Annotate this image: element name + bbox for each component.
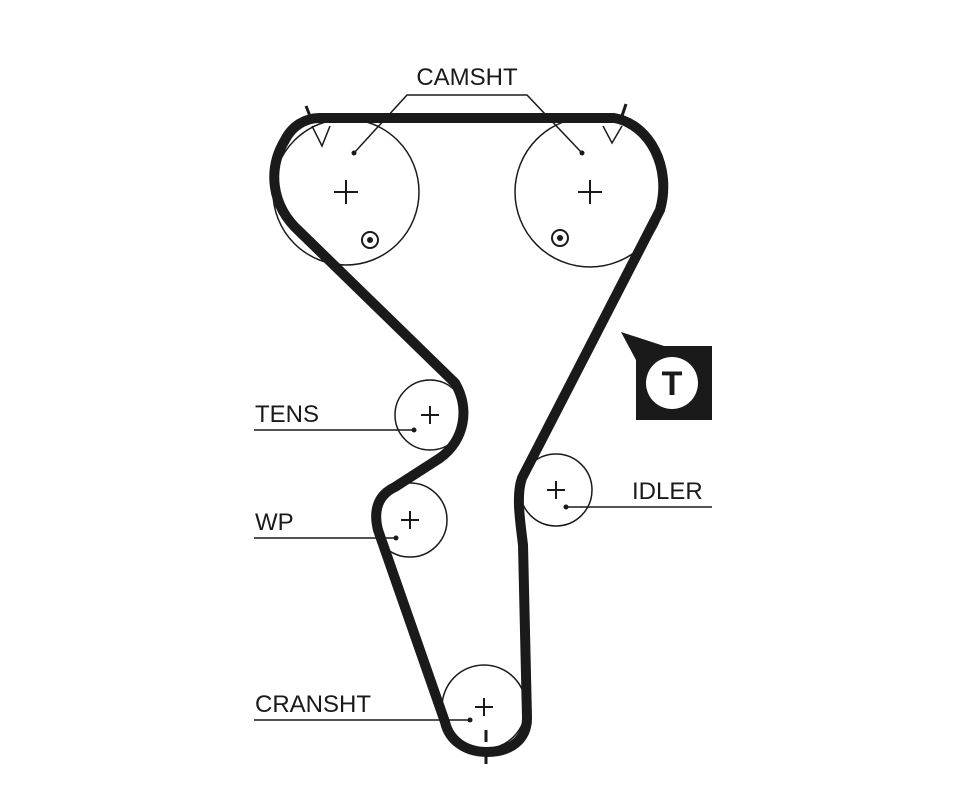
tensioner-badge-letter: T [662, 365, 683, 403]
camshaft-timing-marks [304, 103, 628, 148]
tensioner-badge: T [621, 332, 712, 420]
tensioner-pulley: TENS [254, 379, 466, 451]
tensioner-label: TENS [255, 401, 319, 428]
camshaft-pulley-left [272, 118, 420, 266]
camshaft-label: CAMSHT [416, 64, 518, 91]
water-pump-label: WP [255, 509, 294, 536]
timing-mark-icon [551, 229, 569, 247]
water-pump-pulley: WP [254, 482, 448, 558]
timing-belt [269, 113, 669, 757]
tensioner-badge-circle [646, 357, 698, 409]
idler-pulley: IDLER [519, 453, 712, 527]
idler-label: IDLER [632, 478, 703, 505]
camshaft-pulley-right [514, 116, 666, 268]
timing-mark-icon [361, 231, 379, 249]
crankshaft-label: CRANSHT [255, 691, 371, 718]
camshaft-label-group: CAMSHT [353, 64, 583, 154]
crankshaft-pulley: CRANSHT [254, 664, 527, 764]
